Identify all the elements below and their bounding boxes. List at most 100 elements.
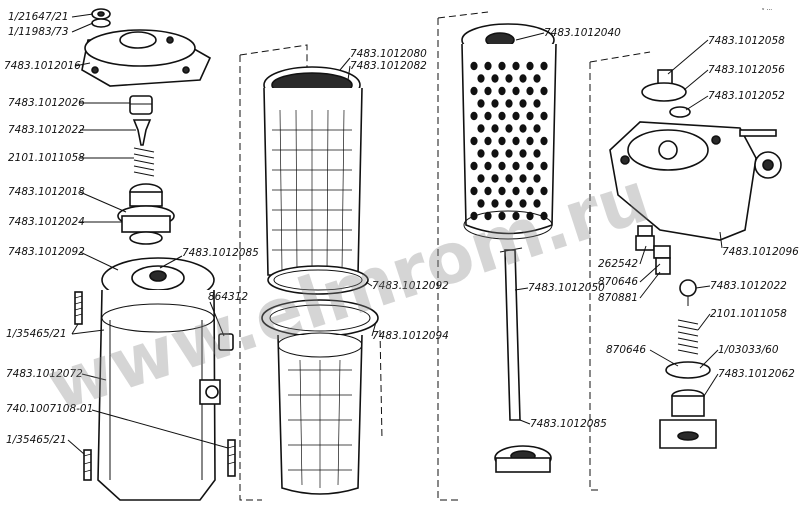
label-p14: 740.1007108-01 (6, 403, 93, 415)
assembly-frame-filter (437, 11, 489, 501)
perforation-hole (533, 74, 541, 83)
plug-part (218, 333, 234, 351)
label-p17: 7483.1012082 (350, 60, 427, 72)
perforation-hole (512, 161, 520, 171)
label-p13: 7483.1012072 (6, 368, 83, 380)
label-p9: 7483.1012092 (8, 246, 85, 258)
perforation-hole (470, 211, 478, 221)
washer-small-part (91, 8, 111, 28)
perforation-hole (526, 86, 534, 96)
perforation-hole (491, 124, 499, 133)
fitting-part (635, 225, 671, 275)
label-p31: 2101.1011058 (710, 308, 787, 320)
perforation-hole (533, 124, 541, 133)
perforation-hole (498, 111, 506, 121)
perforation-hole (519, 174, 527, 183)
perforation-hole (484, 211, 492, 221)
perforation-hole (498, 136, 506, 146)
perforation-hole (519, 99, 527, 108)
perforation-hole (484, 61, 492, 71)
label-p10: 7483.1012085 (182, 247, 259, 259)
label-p15: 1/35465/21 (6, 434, 67, 446)
perforation-hole (533, 174, 541, 183)
label-p23: 7483.1012058 (708, 35, 785, 47)
perforation-hole (519, 149, 527, 158)
label-p21: 7483.1012050 (528, 282, 605, 294)
perforation-hole (498, 86, 506, 96)
label-p19: 7483.1012094 (372, 330, 449, 342)
perforation-hole (470, 61, 478, 71)
perforation-hole (519, 124, 527, 133)
perforation-hole (512, 111, 520, 121)
adjust-plug-part (659, 389, 717, 449)
label-p25: 7483.1012052 (708, 90, 785, 102)
perforation-hole (512, 211, 520, 221)
perforation-hole (498, 61, 506, 71)
valve-pin-part (132, 119, 152, 146)
valve-body-part (609, 121, 782, 241)
perforation-hole (540, 161, 548, 171)
perforation-hole (505, 124, 513, 133)
perforation-hole (498, 186, 506, 196)
perforation-hole (519, 74, 527, 83)
perforation-hole (526, 211, 534, 221)
cartridge-perforations (470, 61, 548, 221)
perforation-hole (540, 61, 548, 71)
perforation-hole (477, 149, 485, 158)
label-p12: 1/35465/21 (6, 328, 67, 340)
perforation-hole (505, 74, 513, 83)
filter-element-part (263, 66, 363, 276)
right-spring-part (677, 319, 699, 355)
label-p4: 7483.1012026 (8, 97, 85, 109)
label-p28: 870646 (598, 276, 638, 288)
perforation-hole (484, 161, 492, 171)
perforation-hole (477, 199, 485, 208)
nut-part (129, 95, 153, 115)
label-p5: 7483.1012022 (8, 124, 85, 136)
perforation-hole (512, 186, 520, 196)
label-p2: 1/11983/73 (8, 26, 69, 38)
perforation-hole (491, 74, 499, 83)
perforation-hole (540, 136, 548, 146)
perforation-hole (484, 136, 492, 146)
washer-right-part (669, 106, 691, 118)
label-p24: 7483.1012056 (708, 64, 785, 76)
perforation-hole (526, 136, 534, 146)
part-labels: ᵛ ··· 1/21647/21 1/11983/73 7483.1012016… (4, 7, 799, 446)
perforation-hole (540, 186, 548, 196)
sealing-ring-upper-part (267, 265, 369, 295)
perforation-hole (505, 149, 513, 158)
label-p32: 870646 (606, 344, 646, 356)
perforation-hole (477, 74, 485, 83)
label-p16: 7483.1012080 (350, 48, 427, 60)
perforation-hole (470, 186, 478, 196)
corner-mark: ᵛ ··· (762, 7, 772, 14)
label-p7: 7483.1012018 (8, 186, 85, 198)
perforation-hole (512, 61, 520, 71)
label-p33: 1/03033/60 (718, 344, 779, 356)
perforation-hole (470, 111, 478, 121)
perforation-hole (505, 99, 513, 108)
label-p22: 7483.1012085 (530, 418, 607, 430)
perforation-hole (526, 186, 534, 196)
perforation-hole (540, 86, 548, 96)
perforation-hole (491, 199, 499, 208)
leader-lines (67, 13, 723, 455)
label-p29: 870881 (598, 292, 638, 304)
perforation-hole (470, 136, 478, 146)
perforation-hole (470, 86, 478, 96)
perforation-hole (533, 99, 541, 108)
perforation-hole (477, 99, 485, 108)
star-washer-part (494, 445, 552, 473)
perforation-hole (519, 199, 527, 208)
ball-valve-part (679, 279, 697, 306)
perforation-hole (533, 199, 541, 208)
label-p27: 262542 (598, 258, 638, 270)
perforation-hole (491, 174, 499, 183)
perforation-hole (512, 86, 520, 96)
perforation-hole (505, 174, 513, 183)
perforation-hole (477, 174, 485, 183)
perforation-hole (470, 161, 478, 171)
filter-glass-part (277, 332, 363, 495)
